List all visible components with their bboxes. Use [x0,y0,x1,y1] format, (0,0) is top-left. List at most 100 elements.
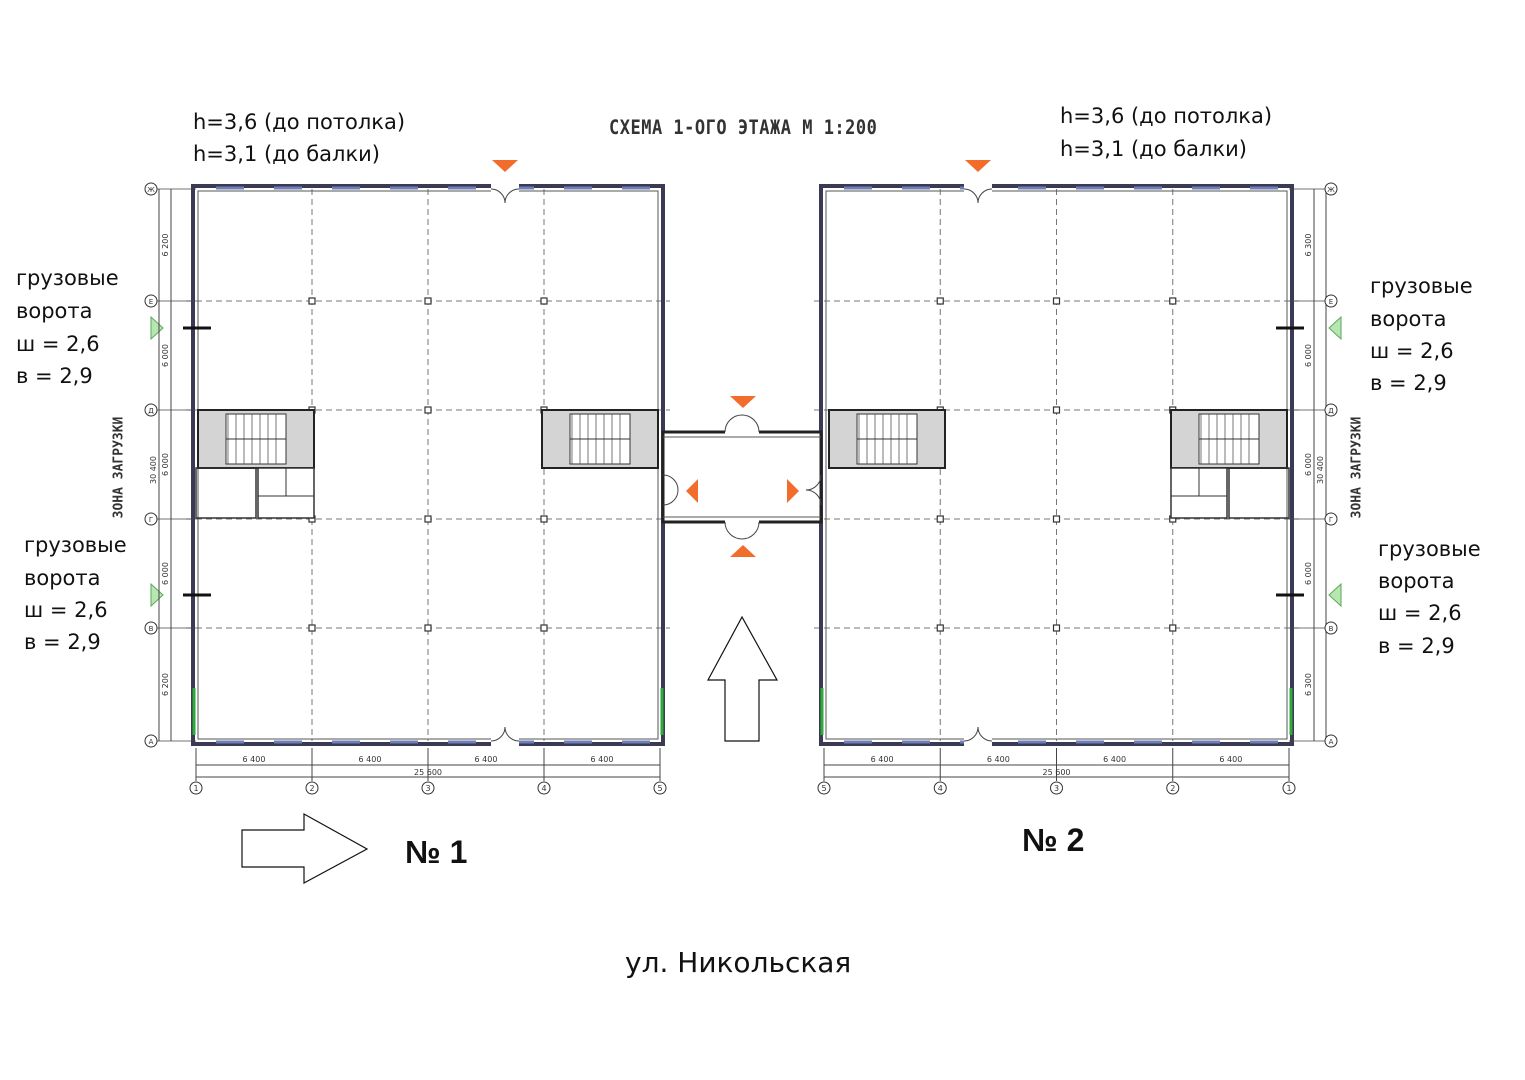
b1-gate-arrow-icon [150,582,164,608]
b1-dim-x-label: 6 400 [243,755,266,764]
b2-axis-bubble-y [1324,182,1338,196]
b1-dim-x-label: 6 400 [475,755,498,764]
b1-axis-label-y: В [149,625,154,633]
up-direction-arrow-icon [706,615,779,742]
b1-dim-y-label: 6 200 [161,673,170,696]
b2-gate-arrow-icon [1328,582,1342,608]
b2-height-ceiling: h=3,6 (до потолка) [1060,104,1273,128]
b1-column [540,624,548,632]
b2-axis-bubble-y [1324,512,1338,526]
b2-gate2-title2: ворота [1378,569,1455,593]
b2-axis-bubble-x [1166,781,1180,795]
b2-dim-y-label: 6 300 [1304,234,1313,257]
b1-dim-y-label: 6 000 [161,453,170,476]
b2-gate2-title1: грузовые [1378,537,1481,561]
b1-door-gap [491,736,519,746]
b2-column [1052,297,1061,305]
b1-axis-label-y: Ж [147,186,155,194]
b1-axis-bubble-y [144,512,158,526]
b2-axis-label-x: 5 [821,784,826,793]
b1-gate2-title2: ворота [24,566,101,590]
b2-dim-x-label: 6 400 [987,755,1010,764]
b2-zone-label: ЗОНА ЗАГРУЗКИ [1349,416,1365,519]
b1-column [308,624,316,632]
plan-title: СХЕМА 1-ОГО ЭТАЖА М 1:200 [609,116,878,140]
b1-gate1-title1: грузовые [16,266,119,290]
b2-column [1052,406,1061,414]
connector-door-gap [725,428,759,436]
b1-dim-x-total-label: 25 600 [414,768,442,777]
b2-axis-label-x: 4 [938,784,943,793]
connector-side-door [662,474,679,506]
b2-utility-room [1228,467,1290,519]
b2-axis-bubble-x [933,781,947,795]
b2-axis-label-x: 1 [1286,784,1291,793]
b2-axis-bubble-y [1324,734,1338,748]
corridor-arrow-bottom-icon [730,545,756,557]
b2-gate1-title1: грузовые [1370,274,1473,298]
b2-column [1169,297,1177,305]
b2-gate2-width: ш = 2,6 [1378,601,1462,625]
b1-axis-label-x: 2 [309,784,314,793]
b2-dim-y-total-label: 30 400 [1316,456,1325,484]
b2-door-swing [963,726,993,742]
connector-door-gap [725,518,759,526]
b1-zone-label: ЗОНА ЗАГРУЗКИ [111,416,127,519]
b2-column [936,297,944,305]
b2-column [1052,515,1061,523]
b2-gate1-height: в = 2,9 [1370,371,1447,395]
connector-corridor [661,430,823,524]
b1-axis-label-x: 1 [193,784,198,793]
b1-dim-x-label: 6 400 [359,755,382,764]
b1-axis-bubble-x [653,781,667,795]
b2-number: № 2 [1022,822,1085,858]
b1-axis-label-y: Г [149,516,153,524]
street-label: ул. Никольская [625,946,852,979]
b1-axis-bubble-x [305,781,319,795]
b1-dim-y-label: 6 000 [161,562,170,585]
right-direction-arrow-icon [241,812,369,885]
b2-axis-bubble-y [1324,294,1338,308]
b2-gate1-width: ш = 2,6 [1370,339,1454,363]
b1-door-swing [490,726,520,742]
b2-door-swing [963,188,993,204]
b2-column [1052,624,1061,632]
b1-gate2-height: в = 2,9 [24,630,101,654]
b1-axis-bubble-x [421,781,435,795]
b1-axis-bubble-y [144,294,158,308]
b2-axis-label-y: А [1329,738,1334,746]
b1-axis-bubble-y [144,734,158,748]
b1-entrance-arrow-icon [492,160,518,172]
corridor-arrow-left-icon [686,479,698,503]
b1-door-gap [491,184,519,194]
b1-column [424,624,432,632]
b2-dim-y-label: 6 000 [1304,453,1313,476]
b1-column [424,515,432,523]
b1-dim-x-label: 6 400 [591,755,614,764]
b2-axis-label-y: Д [1328,407,1334,415]
b1-height-ceiling: h=3,6 (до потолка) [193,110,406,134]
b1-axis-label-y: Е [149,298,153,306]
b2-axis-label-y: Ж [1327,186,1335,194]
b2-axis-bubble-y [1324,621,1338,635]
b2-axis-label-x: 3 [1054,784,1059,793]
b1-axis-bubble-x [537,781,551,795]
b1-axis-bubble-y [144,621,158,635]
b2-axis-label-y: Г [1329,516,1333,524]
b1-dim-y-total-label: 30 400 [149,456,158,484]
b1-utility-room [195,467,257,519]
b2-column [936,515,944,523]
b1-axis-label-y: А [149,738,154,746]
b2-entrance-arrow-icon [965,160,991,172]
b1-axis-bubble-y [144,403,158,417]
b2-axis-label-y: В [1329,625,1334,633]
b1-column [540,297,548,305]
b1-gate2-title1: грузовые [24,533,127,557]
b1-door-swing [490,188,520,204]
connector-door-swing [724,521,760,540]
b1-gate-arrow-icon [150,315,164,341]
b1-number: № 1 [405,834,468,870]
b2-axis-bubble-y [1324,403,1338,417]
b1-dim-y-label: 6 200 [161,234,170,257]
